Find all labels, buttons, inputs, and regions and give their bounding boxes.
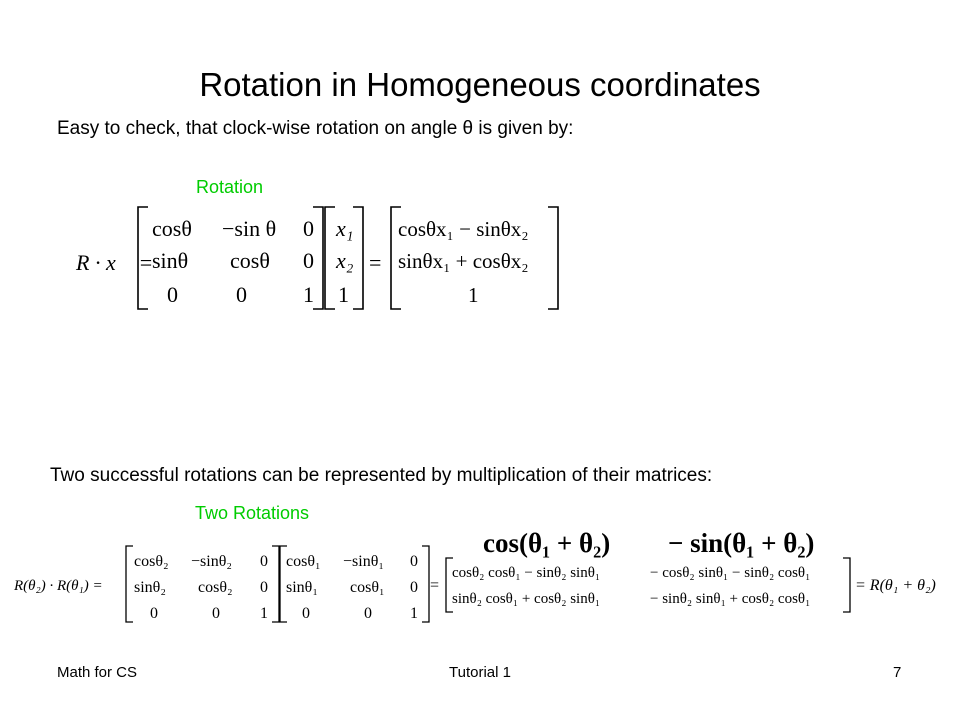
eq2-b-r2c2: 1 bbox=[410, 605, 418, 622]
multiplication-text: Two successful rotations can be represen… bbox=[50, 465, 713, 486]
eq2-header-cos: cos(θ₁ + θ₂) bbox=[483, 528, 610, 558]
footer-tutorial: Tutorial 1 bbox=[449, 664, 511, 681]
eq2-b-r1c1: cosθ₁ bbox=[350, 579, 385, 596]
eq1-equals: = bbox=[369, 250, 381, 275]
eq2-a-r1c0: sinθ₂ bbox=[134, 579, 166, 596]
eq2-a-r0c0: cosθ₂ bbox=[134, 553, 169, 570]
eq1-lhs: R · x⃗ = bbox=[75, 250, 153, 275]
eq1-m-r1c1: cosθ bbox=[230, 248, 270, 273]
eq1-m-r0c0: cosθ bbox=[152, 216, 192, 241]
eq2-r-r0c1: − cosθ₂ sinθ₁ − sinθ₂ cosθ₁ bbox=[650, 565, 810, 581]
footer-course: Math for CS bbox=[57, 664, 138, 681]
eq2-a-r0c1: −sinθ₂ bbox=[191, 553, 232, 570]
eq2-b-r0c0: cosθ₁ bbox=[286, 553, 321, 570]
eq2-a-r1c2: 0 bbox=[260, 579, 268, 596]
eq1-v-0: x₁ bbox=[335, 216, 353, 241]
eq1-r-2: 1 bbox=[468, 283, 479, 307]
eq1-v-2: 1 bbox=[338, 282, 349, 307]
eq1-r-0: cosθx₁ − sinθx₂ bbox=[398, 217, 529, 241]
eq2-a-r2c0: 0 bbox=[150, 605, 158, 622]
eq2-a-r2c1: 0 bbox=[212, 605, 220, 622]
eq2-rhs: = R(θ₁ + θ₂) bbox=[855, 577, 936, 594]
eq2-b-r2c1: 0 bbox=[364, 605, 372, 622]
eq2-b-r0c1: −sinθ₁ bbox=[343, 553, 384, 570]
eq1-m-r2c1: 0 bbox=[236, 282, 247, 307]
eq2-lhs: R(θ₂) · R(θ₁) = bbox=[13, 578, 103, 594]
eq1-m-r0c1: −sin θ bbox=[222, 216, 276, 241]
two-rotations-equation: cos(θ₁ + θ₂) − sin(θ₁ + θ₂) R(θ₂) · R(θ₁… bbox=[13, 528, 936, 623]
eq2-b-r1c0: sinθ₁ bbox=[286, 579, 318, 596]
eq2-r-r0c0: cosθ₂ cosθ₁ − sinθ₂ sinθ₁ bbox=[452, 565, 600, 581]
eq1-m-r1c2: 0 bbox=[303, 248, 314, 273]
eq2-a-r2c2: 1 bbox=[260, 605, 268, 622]
eq1-v-1: x₂ bbox=[335, 248, 354, 273]
eq2-b-r2c0: 0 bbox=[302, 605, 310, 622]
eq1-m-r1c0: sinθ bbox=[152, 248, 188, 273]
footer-page-number: 7 bbox=[893, 664, 902, 681]
eq2-header-sin: − sin(θ₁ + θ₂) bbox=[668, 528, 814, 558]
eq2-a-r0c2: 0 bbox=[260, 553, 268, 570]
eq2-r-r1c1: − sinθ₂ sinθ₁ + cosθ₂ cosθ₁ bbox=[650, 591, 810, 607]
intro-text: Easy to check, that clock-wise rotation … bbox=[57, 118, 574, 139]
eq1-r-1: sinθx₁ + cosθx₂ bbox=[398, 249, 529, 273]
eq2-b-r0c2: 0 bbox=[410, 553, 418, 570]
rotation-label: Rotation bbox=[196, 177, 264, 197]
eq2-r-r1c0: sinθ₂ cosθ₁ + cosθ₂ sinθ₁ bbox=[452, 591, 600, 607]
two-rotations-label: Two Rotations bbox=[195, 503, 310, 523]
eq1-m-r0c2: 0 bbox=[303, 216, 314, 241]
slide-title: Rotation in Homogeneous coordinates bbox=[199, 66, 761, 103]
eq2-a-r1c1: cosθ₂ bbox=[198, 579, 233, 596]
eq2-b-r1c2: 0 bbox=[410, 579, 418, 596]
eq2-equals: = bbox=[430, 577, 439, 594]
eq1-m-r2c2: 1 bbox=[303, 282, 314, 307]
rotation-equation: R · x⃗ = cosθ −sin θ 0 sinθ cosθ 0 0 0 1… bbox=[75, 206, 559, 310]
eq1-m-r2c0: 0 bbox=[167, 282, 178, 307]
